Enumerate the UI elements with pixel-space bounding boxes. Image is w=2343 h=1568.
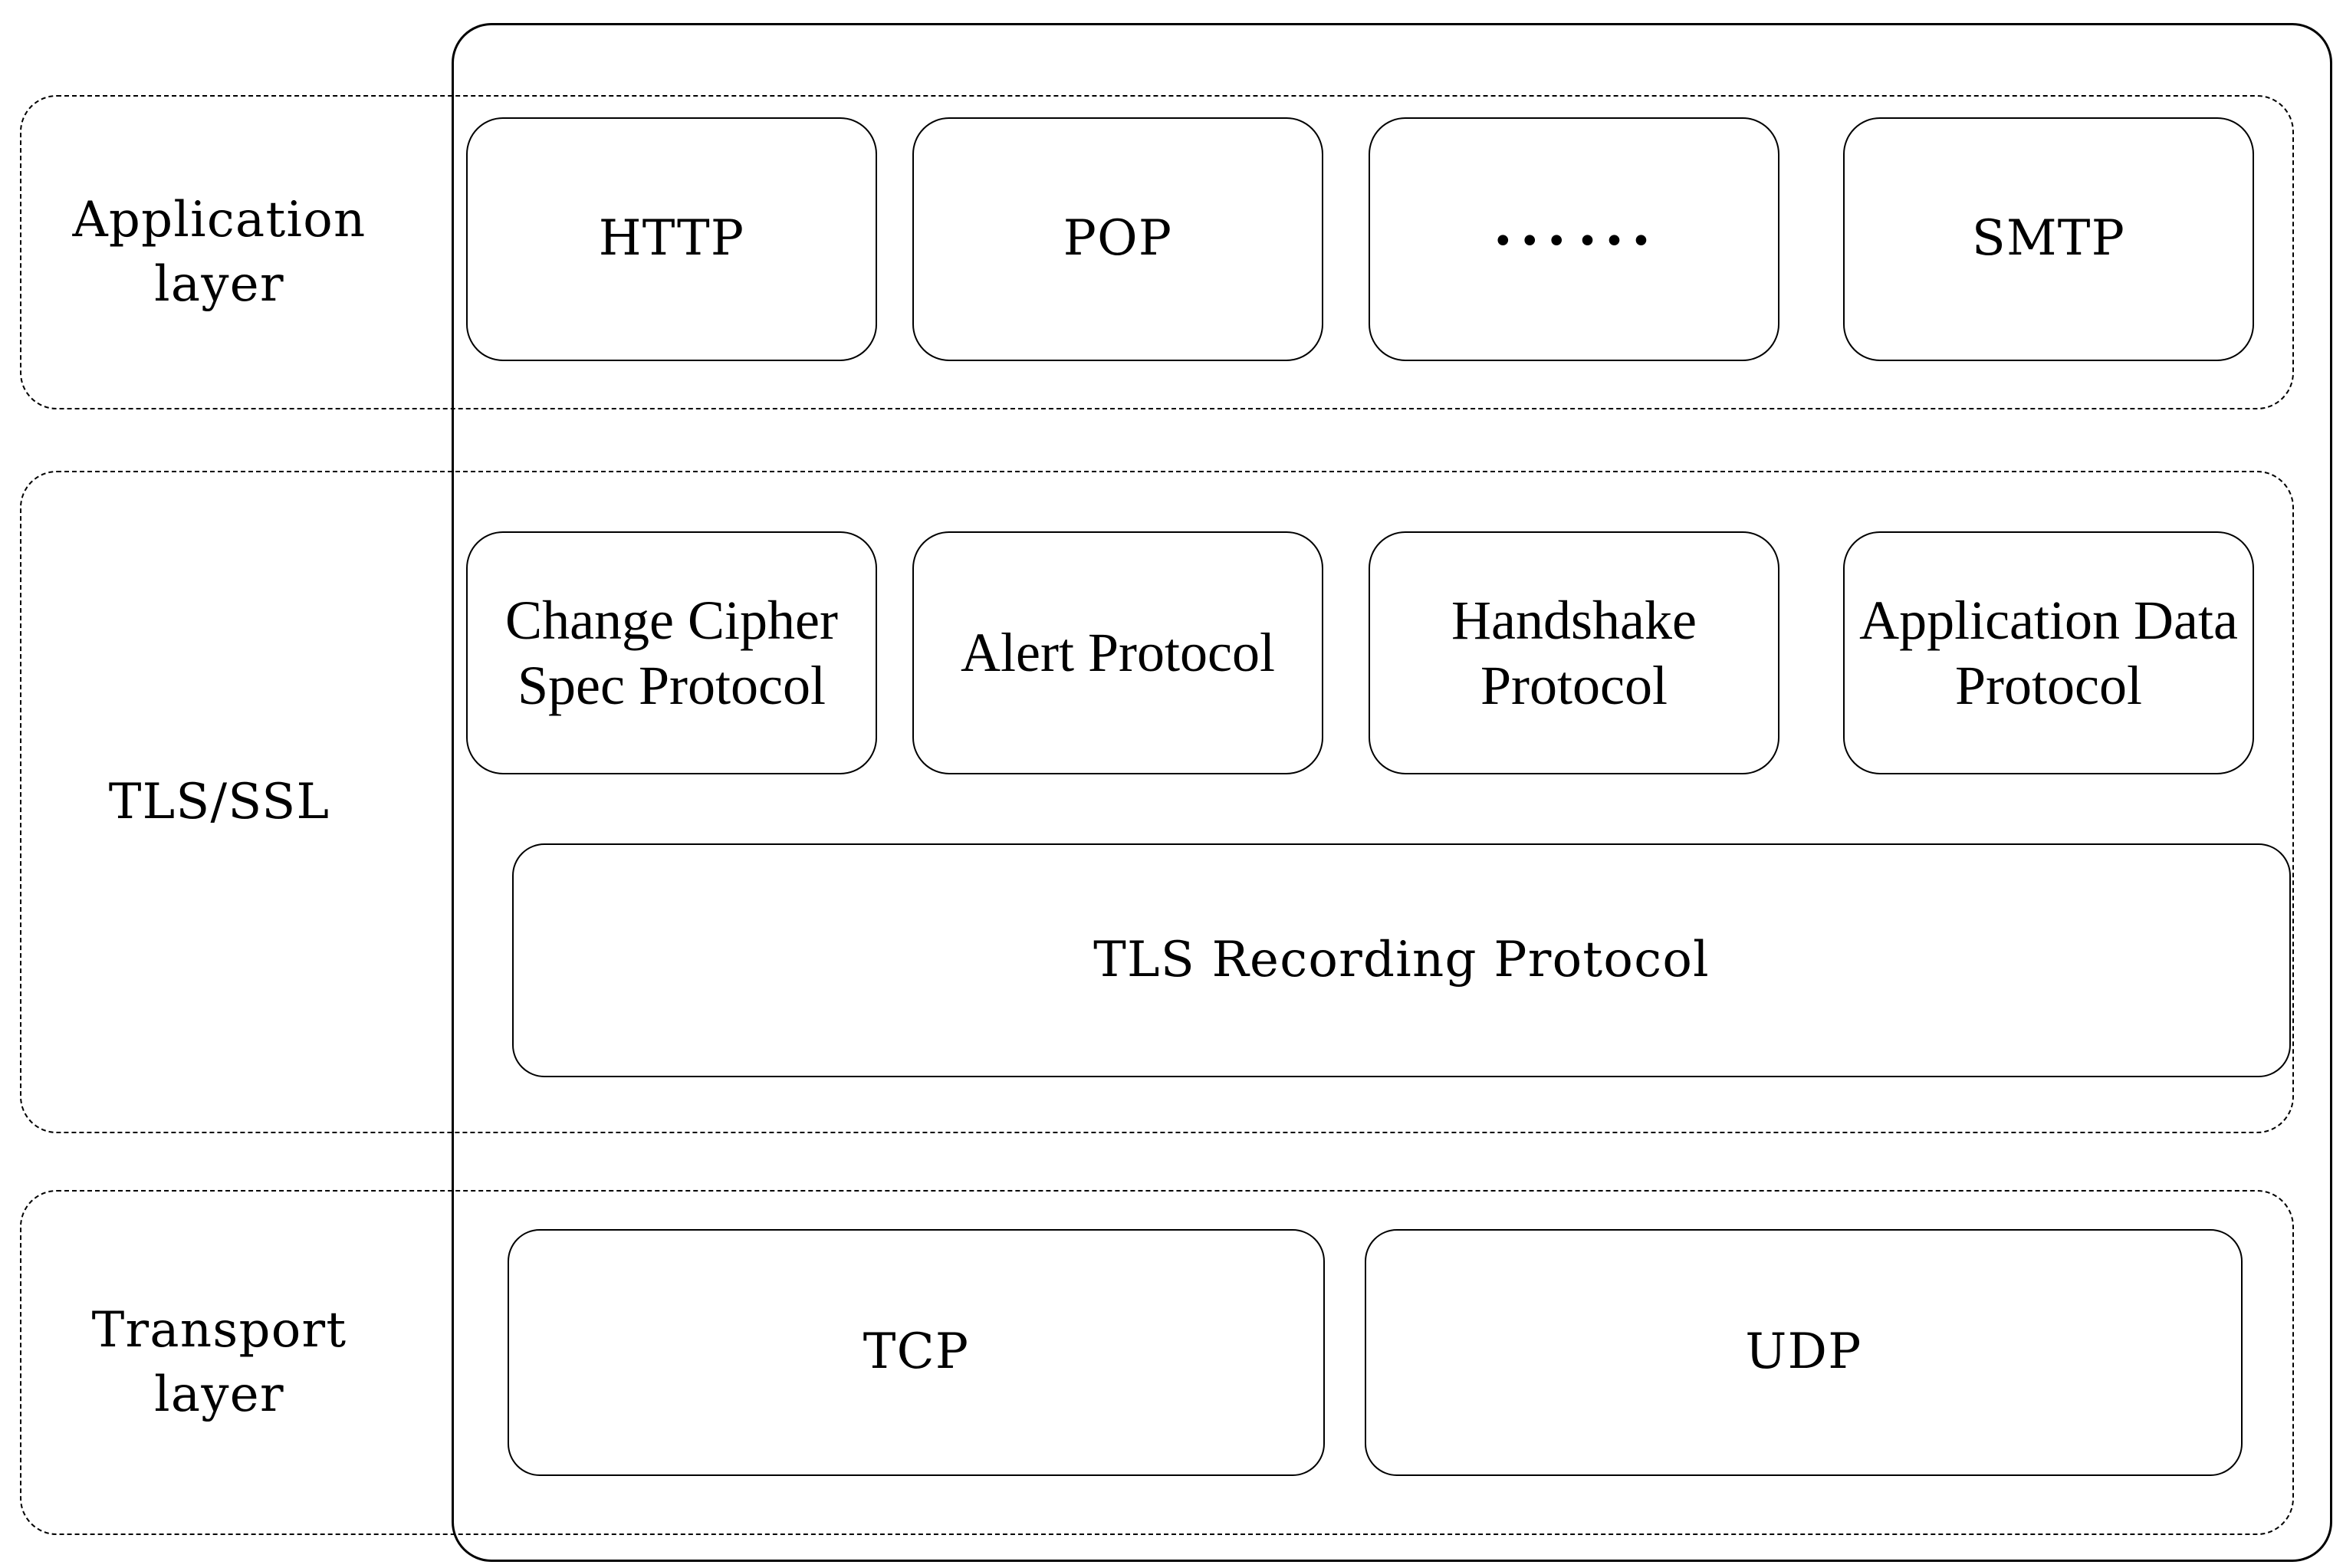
pop-box-label: POP [1063, 210, 1173, 268]
smtp-box-label: SMTP [1971, 210, 2126, 268]
tcp-box-label: TCP [863, 1323, 970, 1381]
tls-ssl-label-line1: TLS/SSL [108, 773, 330, 830]
application-layer-label: Application layer [20, 95, 419, 409]
change-cipher-spec-line1: Change Cipher [505, 589, 838, 651]
application-data-protocol-line2: Protocol [1955, 654, 2142, 716]
change-cipher-spec-line2: Spec Protocol [518, 654, 826, 716]
http-box-label: HTTP [598, 210, 745, 268]
tls-recording-protocol-label: TLS Recording Protocol [1093, 931, 1710, 988]
transport-layer-label-line1: Transport [91, 1301, 347, 1359]
udp-box: UDP [1365, 1229, 2243, 1476]
alert-protocol-label: Alert Protocol [961, 620, 1275, 685]
application-data-protocol-line1: Application Data [1859, 589, 2238, 651]
change-cipher-spec-protocol-box: Change Cipher Spec Protocol [466, 531, 877, 774]
http-box: HTTP [466, 117, 877, 361]
handshake-protocol-line2: Protocol [1480, 654, 1668, 716]
smtp-box: SMTP [1843, 117, 2254, 361]
application-data-protocol-box: Application Data Protocol [1843, 531, 2254, 774]
handshake-protocol-box: Handshake Protocol [1369, 531, 1779, 774]
ellipsis-box: …… [1369, 117, 1779, 361]
transport-layer-label-line2: layer [154, 1366, 284, 1423]
transport-layer-region [20, 1190, 2294, 1535]
tls-ssl-layer-region [20, 471, 2294, 1133]
alert-protocol-line1: Alert Protocol [961, 622, 1275, 684]
udp-box-label: UDP [1745, 1323, 1862, 1381]
change-cipher-spec-protocol-label: Change Cipher Spec Protocol [505, 588, 838, 718]
application-layer-label-line2: layer [154, 256, 284, 313]
application-layer-label-line1: Application [72, 191, 366, 248]
pop-box: POP [912, 117, 1323, 361]
tls-ssl-label: TLS/SSL [20, 471, 419, 1133]
application-layer-region [20, 95, 2294, 409]
application-data-protocol-label: Application Data Protocol [1859, 588, 2238, 718]
transport-layer-label: Transport layer [20, 1190, 419, 1535]
handshake-protocol-line1: Handshake [1451, 589, 1697, 651]
protocol-suite-outline [452, 23, 2332, 1562]
tls-recording-protocol-box: TLS Recording Protocol [512, 843, 2291, 1077]
alert-protocol-box: Alert Protocol [912, 531, 1323, 774]
ellipsis-box-label: …… [1489, 169, 1659, 264]
handshake-protocol-label: Handshake Protocol [1451, 588, 1697, 718]
tcp-box: TCP [508, 1229, 1325, 1476]
